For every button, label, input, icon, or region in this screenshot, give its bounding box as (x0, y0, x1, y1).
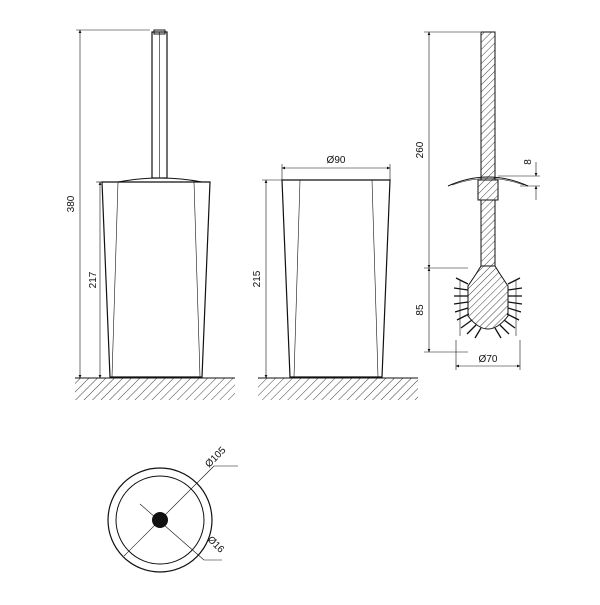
brush-dome-lid-inner (451, 178, 525, 186)
bristles-left (453, 277, 482, 339)
dimension-label-phi70: Ø70 (479, 354, 498, 365)
brush-dome-lid (447, 176, 529, 187)
leader-line-phi105 (123, 465, 215, 557)
dimension-label-phi105: Ø105 (203, 445, 228, 470)
dimension-label-phi90: Ø90 (327, 155, 346, 166)
container-inner-edge-right (193, 181, 201, 378)
container-body (101, 181, 211, 378)
container-inner-edge-left (293, 179, 301, 378)
brush-view: 260 85 8 Ø70 (415, 31, 540, 370)
ground-hatch-2 (258, 378, 418, 400)
handle-cap (153, 29, 166, 35)
dimension-label-8: 8 (523, 159, 534, 165)
top-view-inner-circle (115, 475, 205, 565)
container-lid (117, 177, 203, 183)
collar-hatch (478, 180, 498, 200)
shaft-lower-hatch (481, 200, 495, 266)
container-inner-edge-right (371, 179, 379, 378)
brush-head-core (467, 265, 509, 330)
shaft-upper-hatch (481, 32, 495, 180)
container-inner-edge-left (111, 181, 119, 378)
bristles-right (494, 277, 523, 339)
dimension-label-217: 217 (88, 271, 99, 288)
top-view: Ø105 Ø16 (107, 445, 238, 573)
brush-head-hatch (468, 266, 508, 329)
leader-line-phi16 (139, 503, 205, 561)
dimension-label-380: 380 (66, 195, 77, 212)
ground-hatch-1 (75, 378, 235, 400)
container-body (281, 179, 391, 378)
dimension-label-85: 85 (415, 304, 426, 316)
assembled-view: 380 217 (66, 29, 235, 400)
container-view: Ø90 215 (252, 155, 418, 400)
dimension-label-215: 215 (252, 270, 263, 287)
dimension-label-phi16: Ø16 (205, 534, 226, 555)
dimension-label-260: 260 (415, 141, 426, 158)
